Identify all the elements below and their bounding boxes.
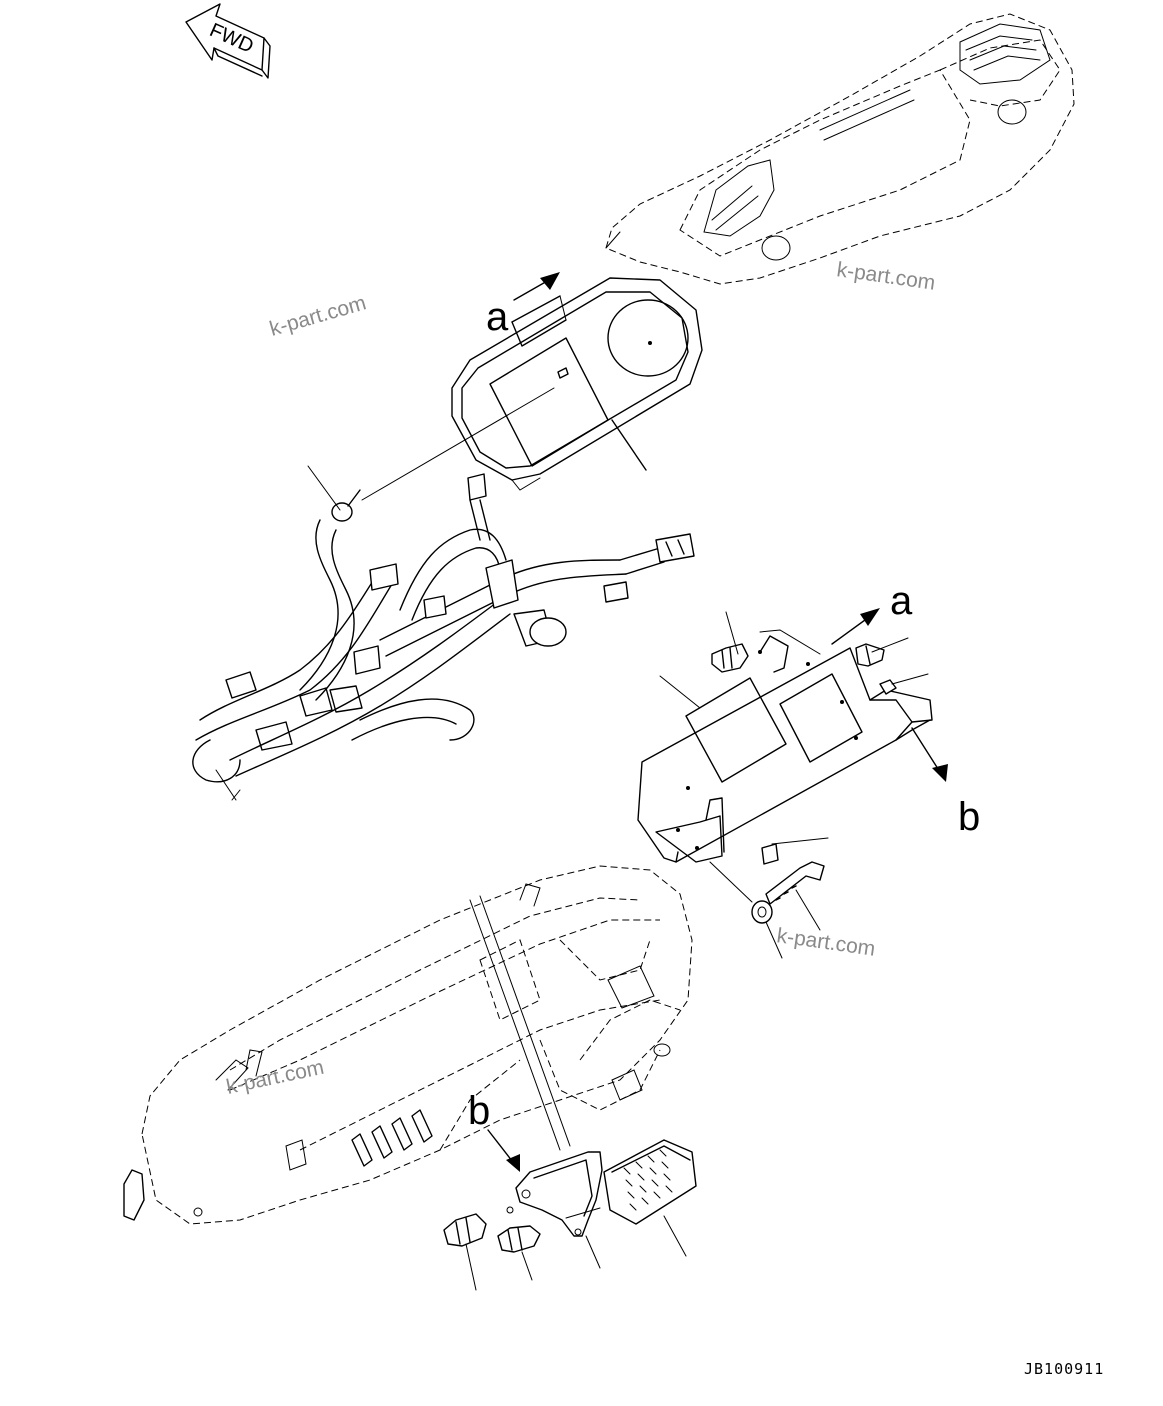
pointer-arrow-icon: [831, 608, 880, 645]
wiring-harness: [192, 465, 695, 801]
lower-dash-panel: [123, 865, 693, 1225]
detail-a-right: a: [831, 579, 913, 645]
pointer-arrow-icon: [513, 272, 560, 301]
monitor-housing: [361, 277, 703, 501]
detail-a-upper: a: [486, 272, 560, 339]
fuse-block: [565, 1139, 697, 1257]
pointer-arrow-icon: [487, 1129, 520, 1172]
lower-bracket: [515, 1151, 603, 1269]
upper-dash-panel: [605, 13, 1075, 285]
label-a-upper: a: [486, 295, 509, 339]
watermark-2: k-part.com: [835, 258, 936, 295]
watermark-3: k-part.com: [775, 924, 876, 961]
fwd-arrow-icon: FWD: [185, 3, 271, 79]
detail-b-right: b: [911, 727, 980, 839]
label-a-right: a: [890, 579, 913, 623]
mounting-bracket: [637, 629, 933, 903]
bracket-fasteners: [711, 611, 929, 959]
label-b-right: b: [958, 795, 980, 839]
drawing-code: JB100911: [1024, 1360, 1104, 1378]
lower-fasteners: [443, 1213, 541, 1291]
detail-b-lower: b: [468, 1089, 520, 1172]
watermark-1: k-part.com: [267, 291, 369, 340]
pointer-arrow-icon: [911, 727, 948, 782]
label-b-lower: b: [468, 1089, 490, 1133]
